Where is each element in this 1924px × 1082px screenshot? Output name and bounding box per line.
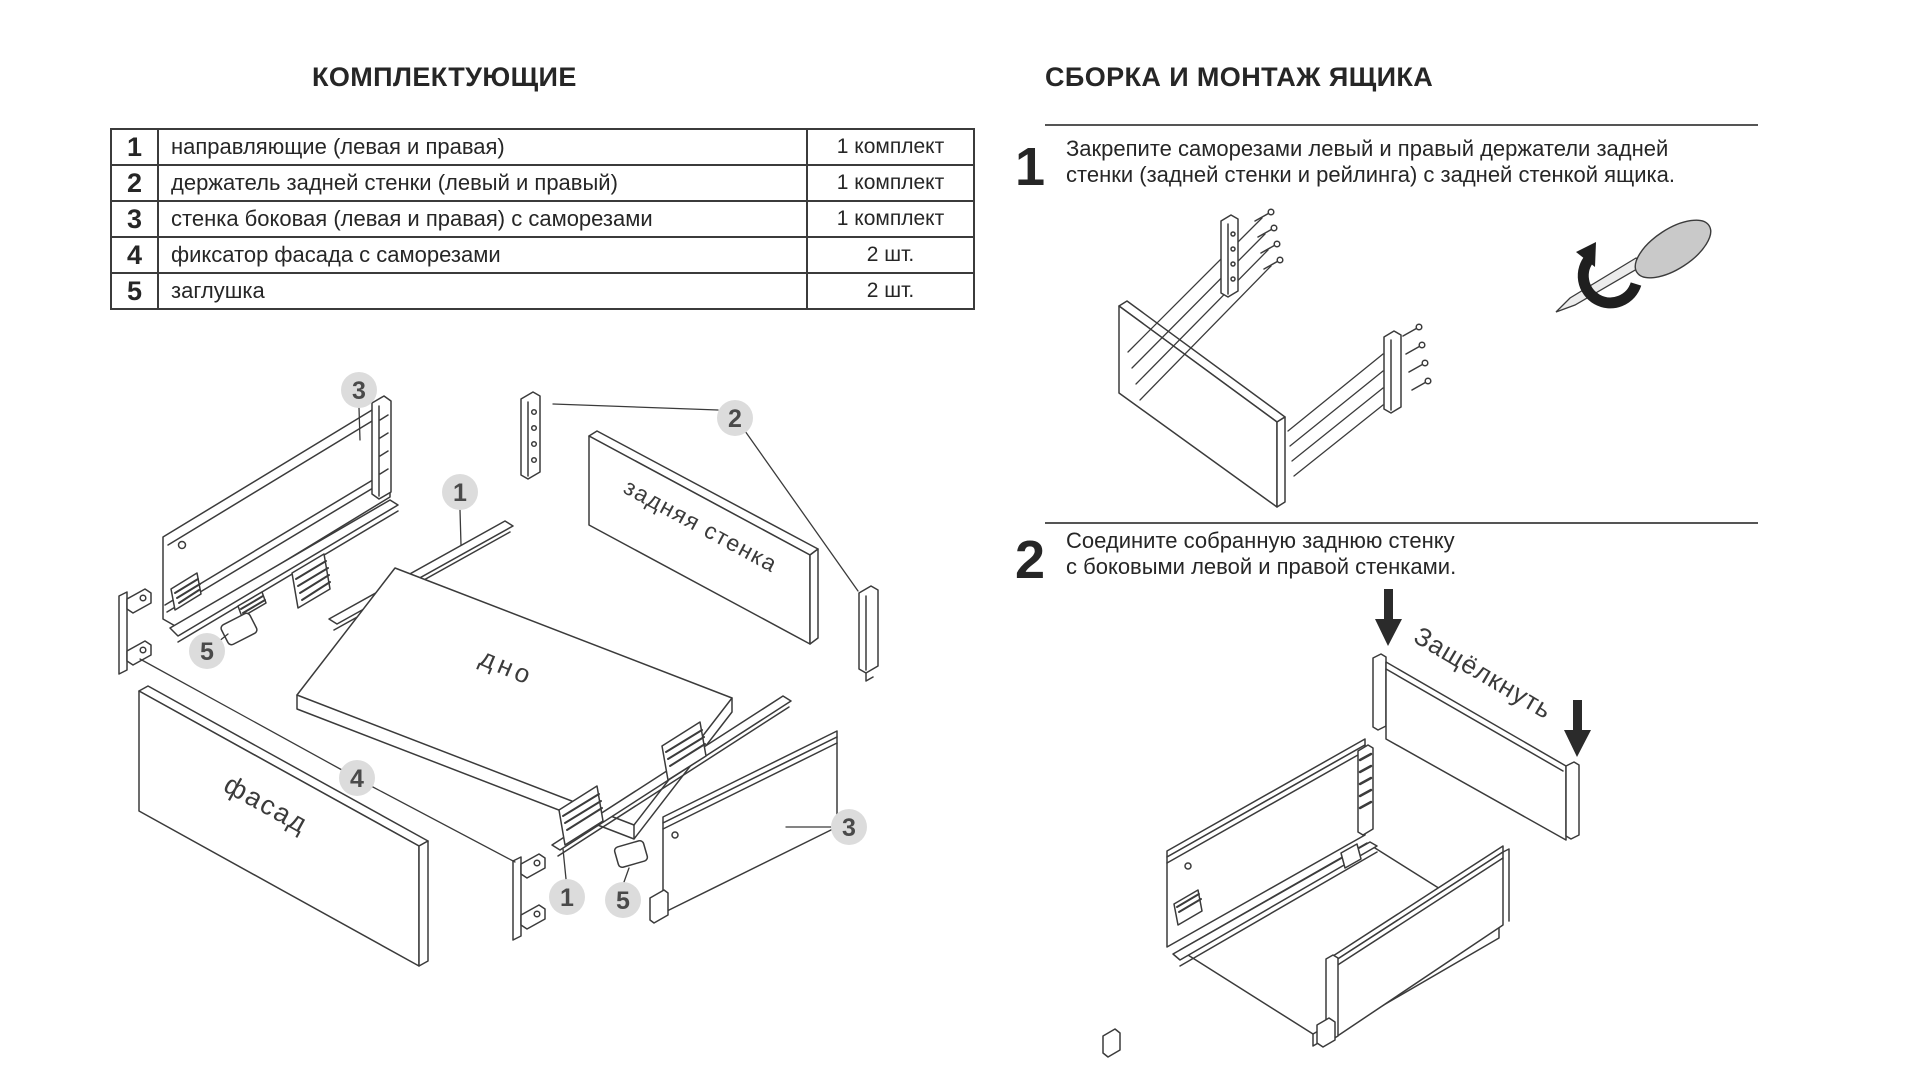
exploded-drawer-diagram: задняя стенка дно bbox=[118, 372, 879, 967]
callout-front-fixators: 4 bbox=[339, 760, 375, 796]
holder-upper bbox=[1220, 214, 1239, 298]
step1-line1: Закрепите саморезами левый и правый держ… bbox=[1066, 136, 1669, 161]
separator-line-top bbox=[1045, 124, 1758, 126]
callout-rear-holders: 2 bbox=[717, 400, 753, 436]
part-side-wall-left bbox=[162, 395, 399, 643]
part-back-wall: задняя стенка bbox=[588, 430, 819, 645]
step2-line2: с боковыми левой и правой стенками. bbox=[1066, 554, 1457, 579]
callout-plug-right: 5 bbox=[605, 882, 641, 918]
callout-number: 3 bbox=[352, 377, 366, 405]
step1-text: Закрепите саморезами левый и правый держ… bbox=[1066, 136, 1675, 188]
side-wall-left bbox=[1102, 738, 1378, 1058]
row-number: 1 bbox=[110, 128, 159, 166]
screws-lower bbox=[1402, 323, 1432, 391]
callout-plug-left: 5 bbox=[189, 633, 225, 669]
part-front-panel: фасад bbox=[138, 685, 429, 967]
row-part-name: заглушка bbox=[157, 272, 808, 310]
row-quantity: 1 комплект bbox=[806, 200, 975, 238]
screws-upper bbox=[1254, 208, 1284, 270]
step1-illustration bbox=[1118, 208, 1712, 508]
callout-number: 1 bbox=[560, 884, 574, 912]
step2-line1: Соедините собранную заднюю стенку bbox=[1066, 528, 1455, 553]
components-table: 1 направляющие (левая и правая) 1 компле… bbox=[110, 128, 975, 310]
part-rear-holder-right bbox=[858, 585, 879, 682]
separator-line-middle bbox=[1045, 522, 1758, 524]
row-number: 2 bbox=[110, 164, 159, 202]
row-part-name: стенка боковая (левая и правая) с саморе… bbox=[157, 200, 808, 238]
row-quantity: 2 шт. bbox=[806, 272, 975, 310]
down-arrow-right-icon bbox=[1564, 700, 1591, 757]
assembled-back-wall bbox=[1372, 653, 1580, 841]
table-row: 4 фиксатор фасада с саморезами 2 шт. bbox=[110, 236, 975, 274]
table-row: 3 стенка боковая (левая и правая) с само… bbox=[110, 200, 975, 238]
table-row: 5 заглушка 2 шт. bbox=[110, 272, 975, 310]
row-quantity: 2 шт. bbox=[806, 236, 975, 274]
screw-guide-lines bbox=[1127, 217, 1384, 477]
part-rail-right bbox=[551, 695, 792, 857]
down-arrow-left-icon bbox=[1375, 589, 1402, 646]
step2-illustration: Защёлкнуть bbox=[1102, 589, 1591, 1058]
holder-lower bbox=[1383, 330, 1402, 414]
screwdriver-icon bbox=[1555, 219, 1712, 313]
row-part-name: направляющие (левая и правая) bbox=[157, 128, 808, 166]
part-front-fixator-right bbox=[512, 853, 546, 941]
row-number: 3 bbox=[110, 200, 159, 238]
callout-pointer-lines bbox=[139, 403, 859, 883]
assembly-title: СБОРКА И МОНТАЖ ЯЩИКА bbox=[1045, 62, 1434, 92]
callout-number: 3 bbox=[842, 814, 856, 842]
row-part-name: держатель задней стенки (левый и правый) bbox=[157, 164, 808, 202]
row-quantity: 1 комплект bbox=[806, 128, 975, 166]
part-plug-right bbox=[613, 839, 649, 869]
part-plug-left bbox=[220, 612, 258, 646]
callout-number: 2 bbox=[728, 405, 742, 433]
step1-line2: стенки (задней стенки и рейлинга) с задн… bbox=[1066, 162, 1675, 187]
callout-number: 5 bbox=[200, 638, 214, 666]
back-wall-panel bbox=[1118, 300, 1286, 508]
table-row: 1 направляющие (левая и правая) 1 компле… bbox=[110, 128, 975, 166]
callout-number: 4 bbox=[350, 765, 364, 793]
callout-number: 5 bbox=[616, 887, 630, 915]
callout-side-wall-left: 3 bbox=[341, 372, 377, 408]
part-front-fixator-left bbox=[118, 588, 152, 675]
step1-number: 1 bbox=[1014, 137, 1046, 197]
callout-rail-left: 1 bbox=[442, 474, 478, 510]
step2-number: 2 bbox=[1014, 530, 1046, 590]
table-row: 2 держатель задней стенки (левый и правы… bbox=[110, 164, 975, 202]
row-number: 5 bbox=[110, 272, 159, 310]
row-quantity: 1 комплект bbox=[806, 164, 975, 202]
step2-text: Соедините собранную заднюю стенку с боко… bbox=[1066, 528, 1456, 580]
part-bottom-panel: дно bbox=[296, 567, 733, 840]
callout-rail-right: 1 bbox=[549, 879, 585, 915]
side-wall-right bbox=[1316, 845, 1510, 1048]
components-title: КОМПЛЕКТУЮЩИЕ bbox=[312, 62, 577, 92]
row-number: 4 bbox=[110, 236, 159, 274]
row-part-name: фиксатор фасада с саморезами bbox=[157, 236, 808, 274]
callout-number: 1 bbox=[453, 479, 467, 507]
part-rear-holder-left bbox=[520, 391, 541, 480]
callout-side-wall-right: 3 bbox=[831, 809, 867, 845]
